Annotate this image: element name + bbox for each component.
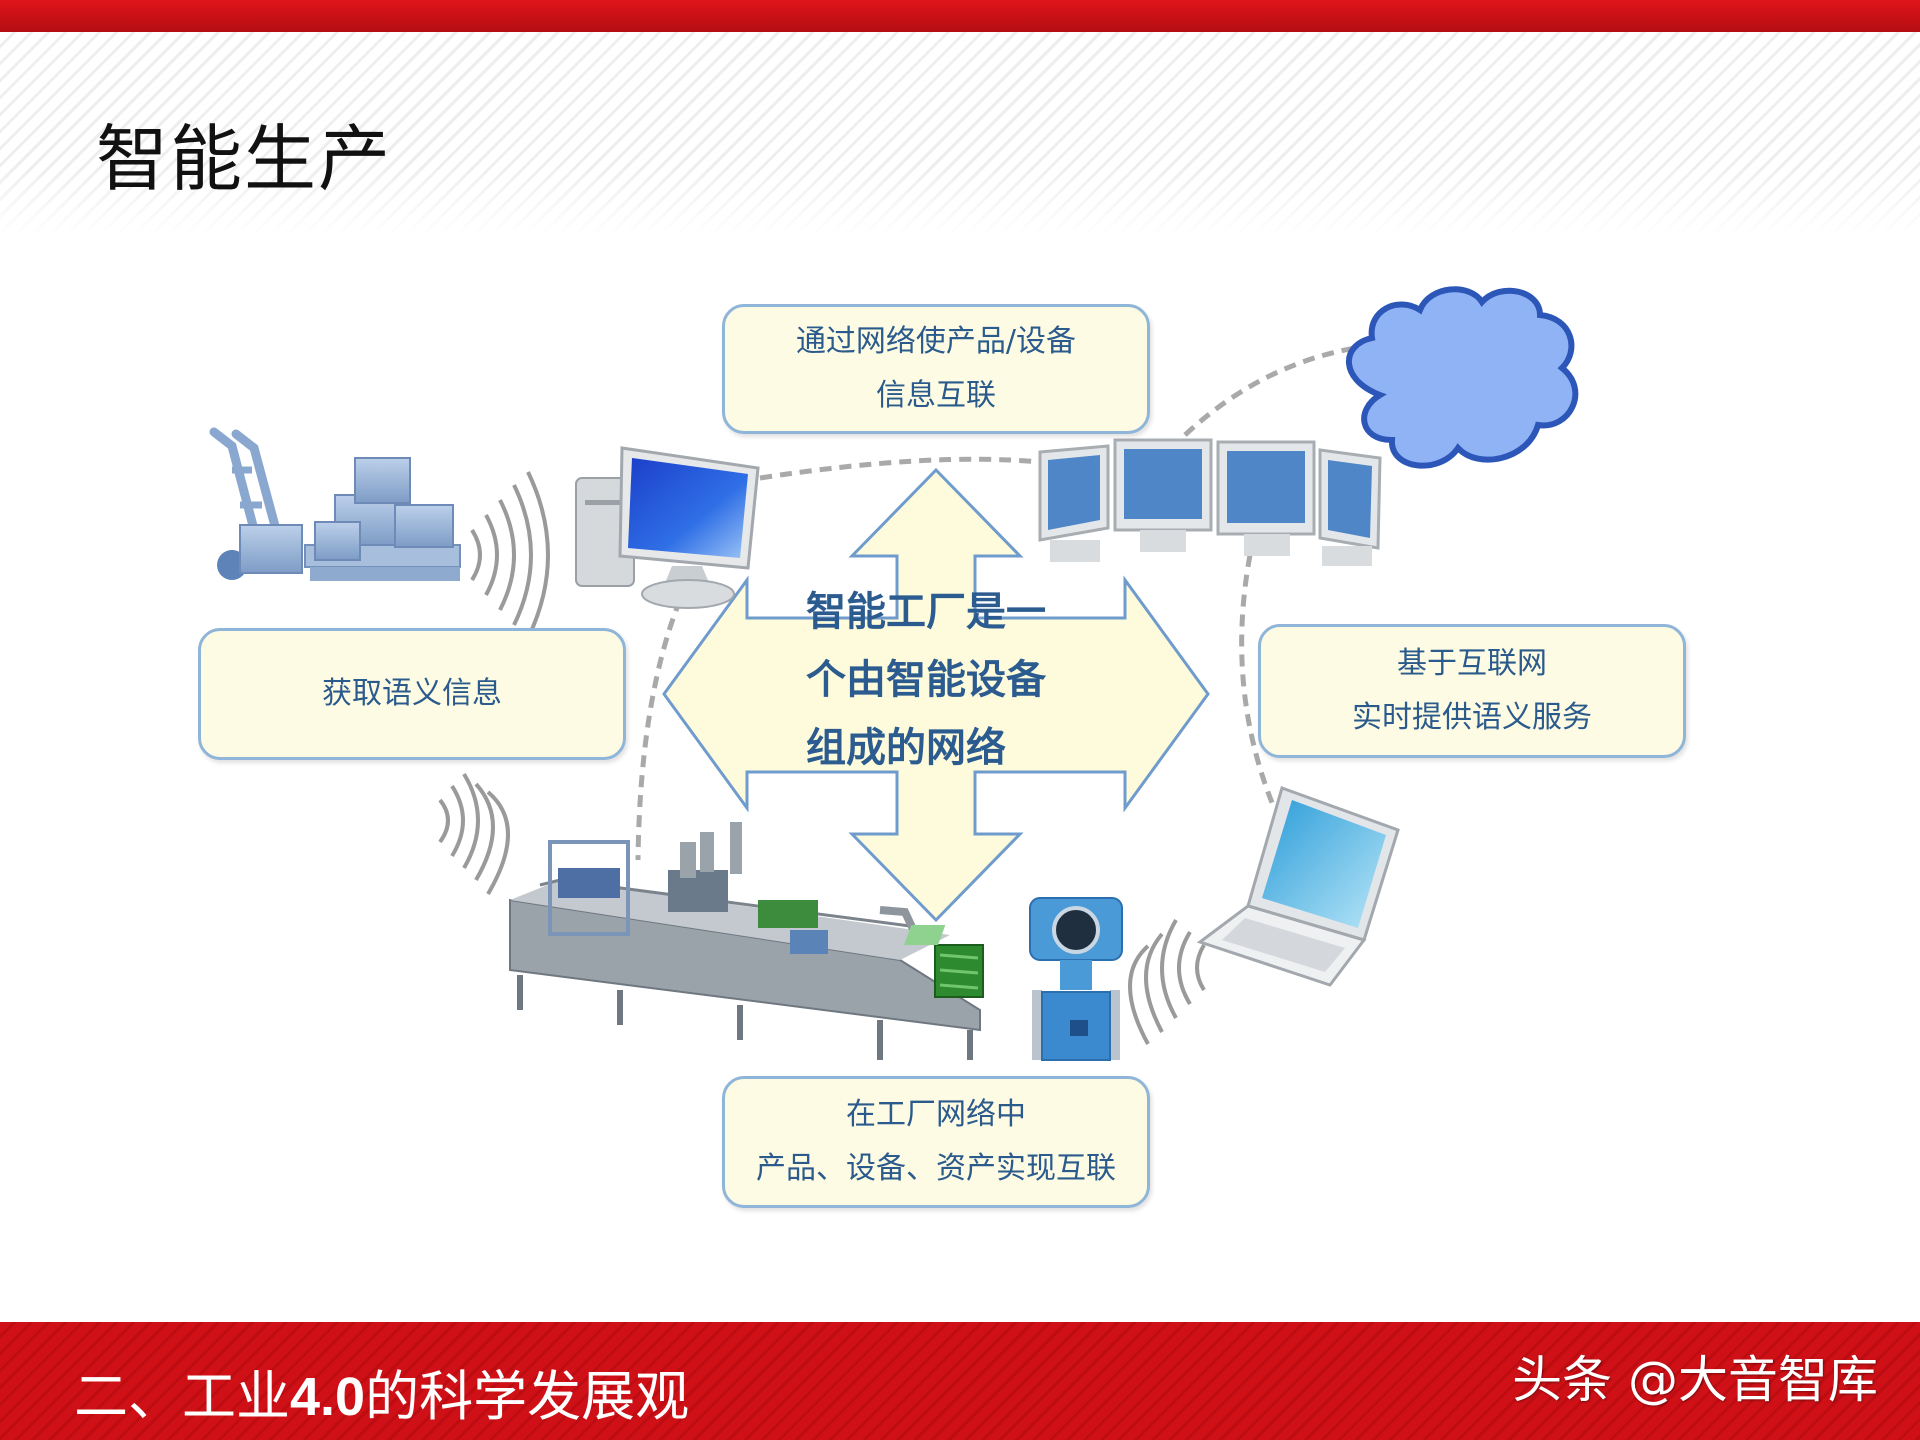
info-box-right-line2: 实时提供语义服务 — [1352, 700, 1592, 735]
footer-bar — [0, 1322, 1920, 1440]
info-box-bottom-line1: 在工厂网络中 — [846, 1097, 1026, 1132]
info-box-left: 获取语义信息 — [198, 628, 626, 760]
flowmeter-icon — [1029, 897, 1123, 1061]
wireless-signal-icon-left-bottom — [438, 772, 510, 896]
page-title: 智能生产 — [96, 117, 393, 201]
center-label-line1: 智能工厂是一 — [806, 589, 1046, 635]
wireless-signal-icon-right-bottom — [1128, 918, 1206, 1045]
monitor-array-icon — [1038, 438, 1382, 566]
center-label-line2: 个由智能设备 — [806, 657, 1046, 703]
info-box-right: 基于互联网 实时提供语义服务 — [1258, 624, 1686, 758]
real-four-way-arrow — [662, 467, 1210, 923]
footer-title-suffix: 的科学发展观 — [365, 1365, 690, 1428]
center-label-line3: 组成的网络 — [806, 725, 1006, 771]
wireless-signal-icon — [470, 471, 550, 639]
laptop-icon — [904, 786, 1400, 987]
cloud-icon — [1345, 286, 1579, 469]
production-line-icon — [509, 822, 984, 1060]
info-box-left-line1: 获取语义信息 — [322, 676, 502, 711]
footer-title: 二、工业4.0的科学发展观 — [74, 1352, 689, 1431]
info-box-top: 通过网络使产品/设备 信息互联 — [722, 304, 1150, 434]
center-label: 智能工厂是一 个由智能设备 组成的网络 — [806, 578, 1076, 782]
hand-truck-boxes-icon — [209, 427, 461, 581]
info-box-bottom: 在工厂网络中 产品、设备、资产实现互联 — [722, 1076, 1150, 1208]
info-box-bottom-line2: 产品、设备、资产实现互联 — [756, 1151, 1116, 1186]
desktop-computer-icon — [575, 446, 760, 609]
top-red-bar — [0, 0, 1920, 32]
info-box-top-line2: 信息互联 — [876, 378, 996, 413]
watermark: 头条 @大音智库 — [1512, 1351, 1878, 1409]
dashed-ring — [635, 345, 1356, 861]
header-pattern — [0, 32, 1920, 237]
footer-title-prefix: 二、工业 — [74, 1365, 290, 1428]
footer-title-number: 4.0 — [290, 1367, 366, 1427]
info-box-right-line1: 基于互联网 — [1397, 646, 1547, 681]
info-box-top-line1: 通过网络使产品/设备 — [795, 324, 1077, 359]
